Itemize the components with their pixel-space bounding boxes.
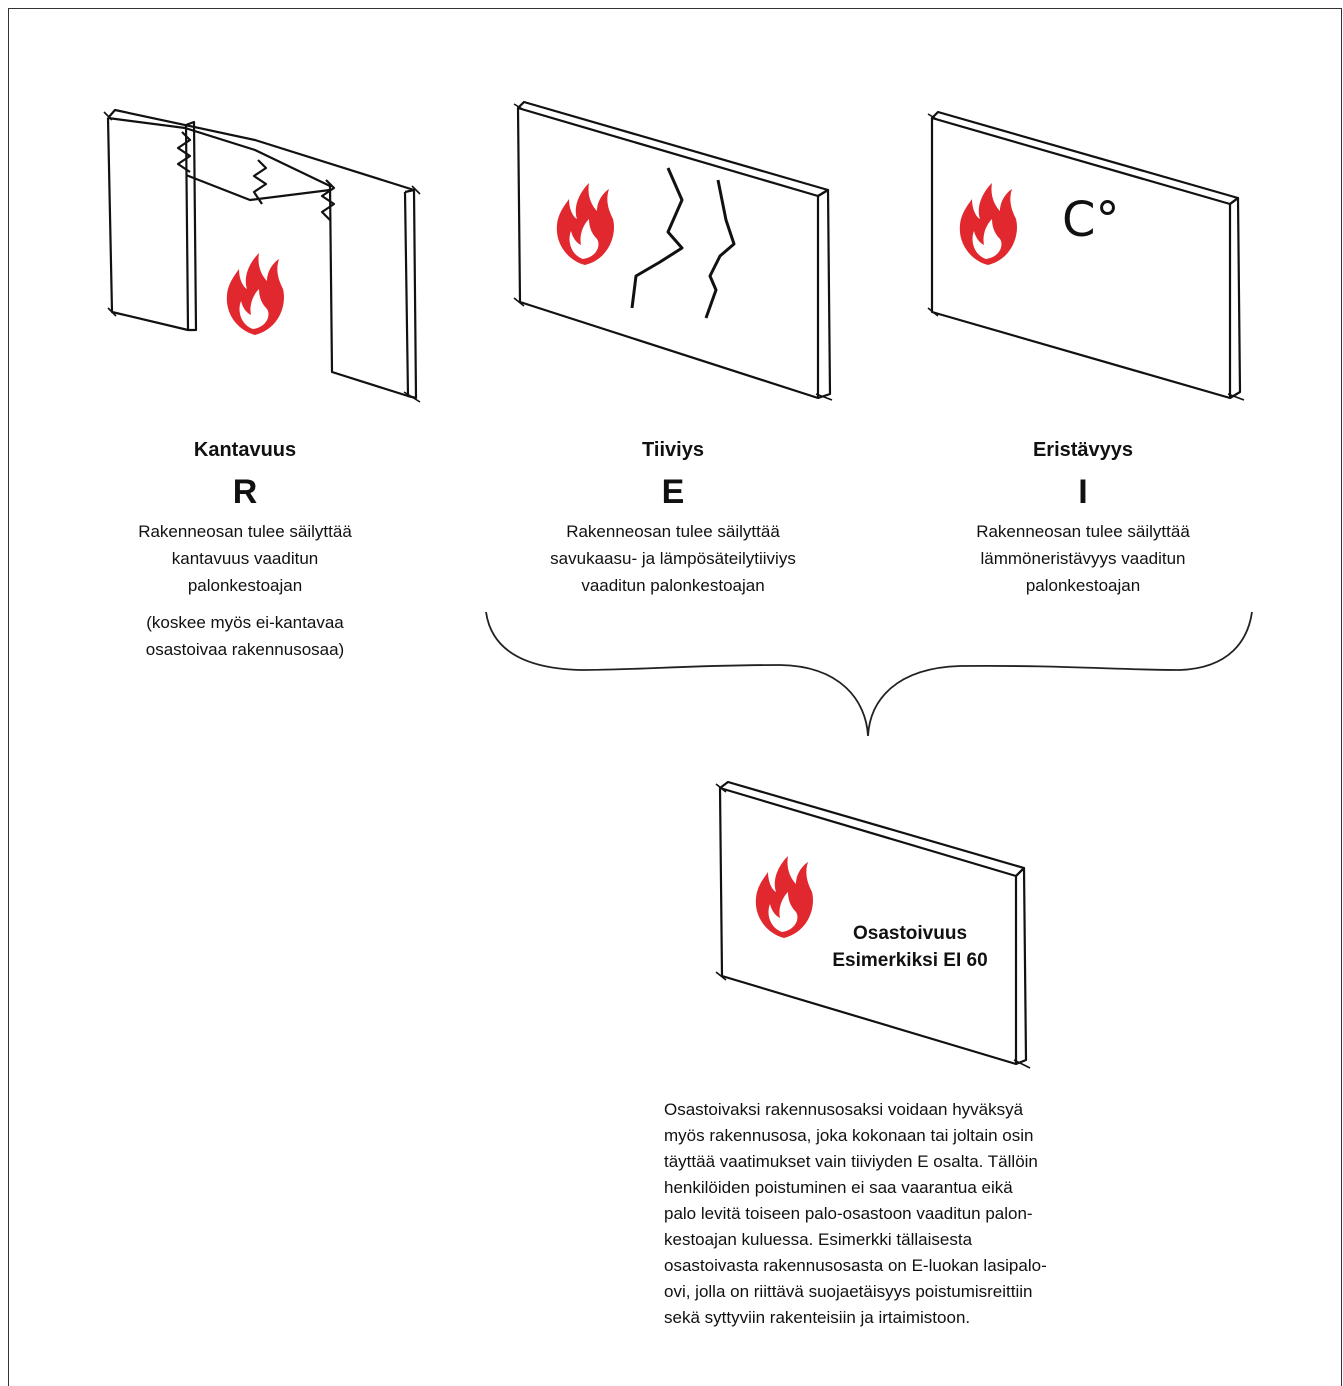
column-heading: Tiiviys bbox=[642, 439, 704, 461]
description-line: Rakenneosan tulee säilyttää bbox=[976, 522, 1190, 541]
description-line: kantavuus vaaditun bbox=[171, 549, 319, 568]
class-letter: R bbox=[232, 473, 258, 511]
description-line: vaaditun palonkestoajan bbox=[581, 576, 765, 595]
compartmentation-wall-drawing bbox=[715, 780, 1031, 1069]
right-post bbox=[328, 184, 410, 398]
paragraph-line: osastoivasta rakennusosasta on E-luokan … bbox=[664, 1256, 1047, 1275]
column-description: Rakenneosan tulee säilyttää savukaasu- j… bbox=[503, 518, 843, 599]
column-description: Rakenneosan tulee säilyttää lämmöneristä… bbox=[933, 518, 1233, 599]
brace-icon bbox=[485, 611, 1253, 737]
class-letter: I bbox=[1078, 473, 1088, 511]
celsius-symbol: C° bbox=[1062, 192, 1120, 248]
description-line: Rakenneosan tulee säilyttää bbox=[138, 522, 352, 541]
column-heading: Eristävyys bbox=[1032, 439, 1134, 461]
label-line: Esimerkiksi EI 60 bbox=[832, 950, 988, 971]
flame-icon bbox=[556, 183, 614, 265]
explanation-paragraph: Osastoivaksi rakennusosaksi voidaan hyvä… bbox=[664, 1097, 1134, 1331]
class-letter: E bbox=[661, 473, 685, 511]
flame-icon bbox=[755, 856, 813, 938]
description-line: palonkestoajan bbox=[1025, 576, 1141, 595]
column-heading: Kantavuus bbox=[193, 439, 297, 461]
paragraph-line: myös rakennusosa, joka kokonaan tai jolt… bbox=[664, 1126, 1034, 1145]
paragraph-line: palo levitä toiseen palo-osastoon vaadit… bbox=[664, 1204, 1033, 1223]
insulation-wall-drawing bbox=[927, 110, 1245, 401]
description-line: palonkestoajan bbox=[187, 576, 303, 595]
description-line: lämmöneristävyys vaaditun bbox=[980, 549, 1186, 568]
paragraph-line: sekä syttyviin rakenteisiin ja irtaimist… bbox=[664, 1308, 971, 1327]
description-line: Rakenneosan tulee säilyttää bbox=[566, 522, 780, 541]
left-post bbox=[106, 117, 190, 332]
crack-icon bbox=[630, 167, 684, 309]
column-load-bearing: Kantavuus R Rakenneosan tulee säilyttää … bbox=[95, 438, 395, 663]
crack-icon bbox=[176, 131, 192, 173]
figure-frame bbox=[8, 8, 1342, 1386]
flame-icon bbox=[959, 183, 1017, 265]
paragraph-line: henkilöiden poistuminen ei saa vaarantua… bbox=[664, 1178, 1013, 1197]
paragraph-line: täyttää vaatimukset vain tiiviyden E osa… bbox=[664, 1152, 1038, 1171]
integrity-wall-drawing bbox=[513, 100, 833, 401]
column-integrity: Tiiviys E Rakenneosan tulee säilyttää sa… bbox=[503, 438, 843, 599]
label-line: Osastoivuus bbox=[852, 923, 968, 944]
column-description: Rakenneosan tulee säilyttää kantavuus va… bbox=[95, 518, 395, 599]
description-line: savukaasu- ja lämpösäteilytiiviys bbox=[550, 549, 796, 568]
column-insulation: Eristävyys I Rakenneosan tulee säilyttää… bbox=[933, 438, 1233, 599]
note-line: osastoivaa rakennusosaa) bbox=[145, 640, 345, 659]
paragraph-line: Osastoivaksi rakennusosaksi voidaan hyvä… bbox=[664, 1100, 1024, 1119]
column-note: (koskee myös ei-kantavaa osastoivaa rake… bbox=[95, 609, 395, 663]
paragraph-line: kestoajan kuluessa. Esimerkki tällaisest… bbox=[664, 1230, 973, 1249]
note-line: (koskee myös ei-kantavaa bbox=[146, 613, 344, 632]
load-bearing-wall-drawing bbox=[103, 108, 421, 403]
compartmentation-label: Osastoivuus Esimerkiksi EI 60 bbox=[810, 920, 1010, 974]
flame-icon bbox=[226, 253, 284, 335]
paragraph-line: ovi, jolla on riittävä suojaetäisyys poi… bbox=[664, 1282, 1033, 1301]
